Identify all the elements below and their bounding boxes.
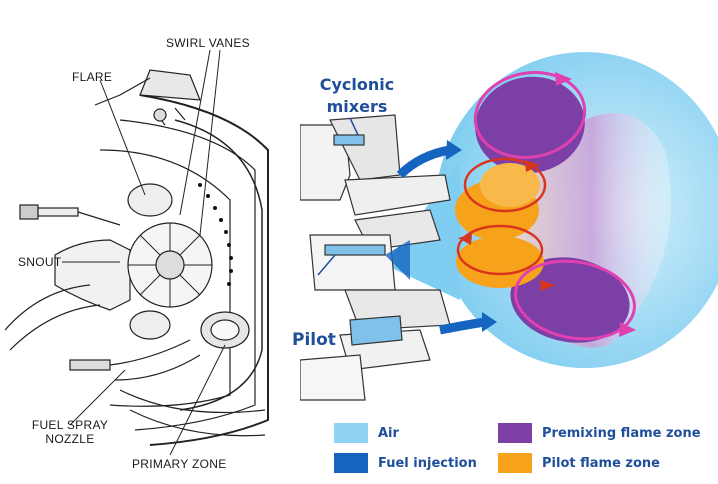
legend-label-fuel-injection: Fuel injection	[378, 455, 477, 471]
legend-item-premixing-flame-zone: Premixing flame zone	[498, 423, 701, 443]
legend-label-pilot-flame-zone: Pilot flame zone	[542, 455, 660, 471]
legend-item-pilot-flame-zone: Pilot flame zone	[498, 453, 660, 473]
legend-swatch-premixing-flame-zone	[498, 423, 532, 443]
label-primary-zone: PRIMARY ZONE	[132, 457, 227, 471]
label-fuel-spray-nozzle: FUEL SPRAY NOZZLE	[31, 418, 109, 446]
legend-swatch-air	[334, 423, 368, 443]
label-pilot: Pilot	[292, 330, 336, 350]
legend-item-fuel-injection: Fuel injection	[334, 453, 477, 473]
label-flare: FLARE	[72, 70, 113, 84]
legend-swatch-fuel-injection	[334, 453, 368, 473]
legend-label-air: Air	[378, 425, 399, 441]
combustor-cutaway-illustration	[4, 49, 269, 456]
cyclonic-mixer-schematic	[300, 52, 718, 401]
label-swirl-vanes: SWIRL VANES	[166, 36, 250, 50]
label-cyclonic-mixers: Cyclonic mixers	[319, 75, 395, 116]
legend-label-premixing-flame-zone: Premixing flame zone	[542, 425, 701, 441]
legend-swatch-pilot-flame-zone	[498, 453, 532, 473]
label-snout: SNOUT	[18, 255, 62, 269]
legend-item-air: Air	[334, 423, 399, 443]
